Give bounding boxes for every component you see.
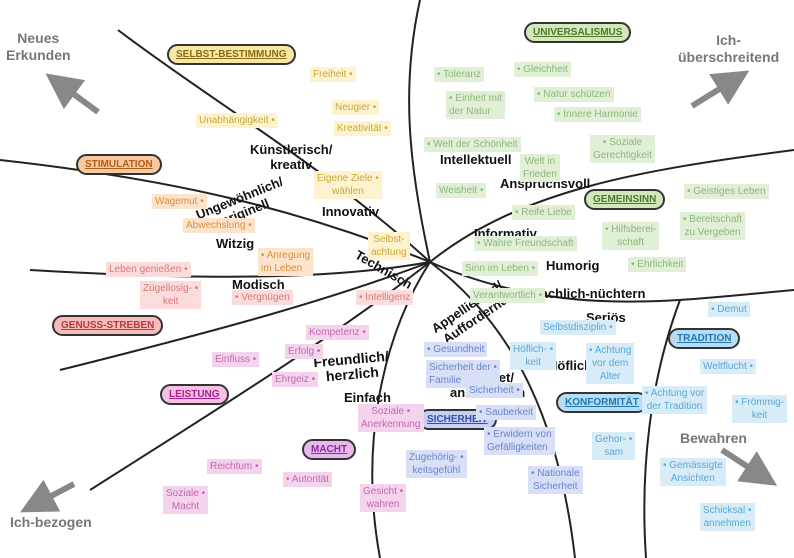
value-welt-frieden: Welt in Frieden <box>520 154 560 182</box>
corner-arrows <box>20 70 778 513</box>
line-to-left <box>59 261 431 371</box>
value-anregung: • Anregung im Leben <box>258 248 314 276</box>
value-sicherheit-small: Sicherheit • <box>466 383 523 398</box>
value-wahre-freundschaft: • Wahre Freundschaft <box>474 236 577 251</box>
value-welt-schoenheit: • Welt der Schönheit <box>424 137 521 152</box>
value-ehrlichkeit: • Ehrlichkeit <box>628 257 687 272</box>
value-achtung-tradition: • Achtung vor der Tradition <box>642 386 708 414</box>
value-natur-schuetzen: • Natur schützen <box>534 87 614 102</box>
value-schicksal-annehmen: Schicksal • annehmen <box>700 503 755 531</box>
badge-universalismus: UNIVERSALISMUS <box>524 22 632 43</box>
value-gesicht-wahren: Gesicht • wahren <box>360 484 407 512</box>
badge-genuss-streben: GENUSS-STREBEN <box>52 315 164 336</box>
arrow-bottom-right <box>720 447 778 486</box>
badge-selbst-bestimmung: SELBST-BESTIMMUNG <box>167 44 296 65</box>
value-selbstdisziplin: Selbstdisziplin • <box>540 320 616 335</box>
value-innere-harmonie: • Innere Harmonie <box>554 107 641 122</box>
badge-stimulation: STIMULATION <box>76 154 162 175</box>
value-zugehoerigkeit: Zugehörig- • keitsgefühl <box>406 450 467 478</box>
value-freiheit: Freiheit • <box>310 67 356 82</box>
style-innovativ: Innovativ <box>322 204 380 219</box>
value-sauberkeit: • Sauberkeit <box>476 405 537 420</box>
value-toleranz: • Toleranz <box>434 67 484 82</box>
value-achtung-alter: • Achtung vor dem Alter <box>586 343 635 384</box>
value-erwidern: • Erwidern von Gefälligkeiten <box>484 427 555 455</box>
value-nationale-sicherheit: • Nationale Sicherheit <box>528 466 583 494</box>
badge-leistung: LEISTUNG <box>160 384 229 405</box>
value-zuegellosigkeit: Zügellosig- • keit <box>140 281 202 309</box>
value-selbstachtung: Selbst- achtung <box>368 232 410 260</box>
value-sinn-leben: Sinn im Leben • <box>462 261 539 276</box>
style-witzig: Witzig <box>216 236 255 251</box>
value-kompetenz: Kompetenz • <box>306 325 369 340</box>
arrow-top-left <box>45 73 100 115</box>
value-abwechslung: Abwechslung • <box>183 218 255 233</box>
style-modisch: Modisch <box>232 277 285 292</box>
style-kuenstlerisch: Künstlerisch/ kreativ <box>250 142 333 172</box>
badge-macht: MACHT <box>302 439 357 460</box>
badge-tradition: TRADITION <box>668 328 741 349</box>
value-froemmigkeit: • Frömmig- keit <box>732 395 788 423</box>
value-demut: • Demut <box>708 302 750 317</box>
value-verantwortlich: Verantwortlich • <box>470 288 546 303</box>
value-neugier: Neugier • <box>332 100 380 115</box>
value-soziale-gerechtigkeit: • Soziale Gerechtigkeit <box>590 135 655 163</box>
value-reife-liebe: • Reife Liebe <box>512 205 575 220</box>
value-hoeflichkeit: Höflich- • keit <box>510 342 557 370</box>
badge-konformitaet: KONFORMITÄT <box>556 392 648 413</box>
value-reichtum: Reichtum • <box>207 459 262 474</box>
value-leben-geniessen: Leben genießen • <box>106 262 191 277</box>
value-weisheit: Weisheit • <box>436 183 487 198</box>
style-hoeflich: Höflich <box>548 358 593 373</box>
value-autoritaet: • Autorität <box>283 472 332 487</box>
line-to-mid-left <box>29 261 431 278</box>
value-intelligenz: • Intelligenz <box>356 290 414 305</box>
style-sachlich: Sachlich-nüchtern <box>532 286 646 301</box>
line-to-top-left <box>117 29 431 263</box>
corner-ich-ueberschreitend: Ich- überschreitend <box>678 32 780 65</box>
line-to-right <box>429 261 794 303</box>
value-gesundheit: • Gesundheit <box>424 342 488 357</box>
value-unabhaengigkeit: Unabhängigkeit • <box>196 113 278 128</box>
arrow-bottom-left <box>20 479 76 513</box>
style-einfach: Einfach <box>344 390 391 405</box>
value-hilfsbereitschaft: • Hilfsberei- schaft <box>602 222 660 250</box>
corner-bewahren: Bewahren <box>680 430 747 446</box>
style-intellektuell: Intellektuell <box>440 152 512 167</box>
style-humorig: Humorig <box>546 258 600 273</box>
value-ehrgeiz: Ehrgeiz • <box>272 372 319 387</box>
value-einfluss: Einfluss • <box>212 352 260 367</box>
value-einheit-natur: • Einheit mit der Natur <box>446 91 505 119</box>
value-bereitschaft-vergeben: • Bereitschaft zu Vergeben <box>680 212 746 240</box>
value-weltflucht: Weltflucht • <box>700 359 756 374</box>
value-gleichheit: • Gleichheit <box>514 62 571 77</box>
value-eigene-ziele: Eigene Ziele • wählen <box>314 171 382 199</box>
value-soziale-macht: Soziale • Macht <box>163 486 209 514</box>
value-wagemut: Wagemut • <box>152 194 207 209</box>
value-gehorsam: Gehor- • sam <box>592 432 636 460</box>
value-geistiges-leben: • Geistiges Leben <box>684 184 769 199</box>
line-to-upper-right <box>429 149 794 263</box>
corner-ich-bezogen: Ich-bezogen <box>10 514 92 530</box>
corner-neues-erkunden: Neues Erkunden <box>6 30 71 63</box>
line-to-top <box>408 0 431 263</box>
value-vergnuegen: • Vergnügen <box>232 290 293 305</box>
value-erfolg: Erfolg • <box>285 344 324 359</box>
badge-gemeinsinn: GEMEINSINN <box>584 189 666 210</box>
value-kreativitaet: Kreativität • <box>334 121 391 136</box>
value-soziale-anerkennung: Soziale • Anerkennung <box>358 404 424 432</box>
line-to-lower-right-a <box>429 261 576 558</box>
arrow-top-right <box>690 70 750 109</box>
value-gemaessigte-ansichten: • Gemässigte Ansichten <box>660 458 726 486</box>
